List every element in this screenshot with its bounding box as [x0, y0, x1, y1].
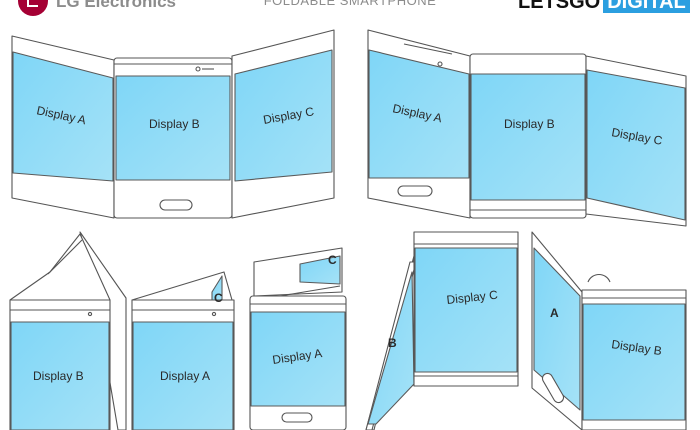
label-display-b: Display B	[504, 117, 555, 131]
figure-open-bc	[365, 231, 519, 430]
panel-a	[11, 35, 115, 219]
figure-trifold-left	[11, 29, 335, 219]
panel-c	[585, 55, 687, 227]
label-c: C	[328, 253, 337, 267]
figure-fold-a	[131, 271, 235, 430]
label-a: A	[550, 306, 559, 320]
home-button	[159, 199, 193, 211]
home-button	[397, 185, 433, 197]
figure-stacked	[249, 247, 347, 430]
panel-c	[231, 29, 335, 219]
label-display-c: Display C	[446, 288, 499, 307]
figure-open-ab	[531, 231, 687, 430]
lg-logo-icon	[18, 0, 48, 16]
label-display-b: Display B	[33, 369, 84, 383]
label-display-a: Display A	[271, 346, 322, 367]
panel-a	[367, 29, 471, 219]
brand-digital: DIGITAL	[603, 0, 690, 13]
figure-caption: FOLDABLE SMARTPHONE	[263, 0, 437, 8]
brand-letsgo-digital: LETSGO DIGITAL	[518, 0, 690, 13]
brand-letsgo: LETSGO	[518, 0, 601, 13]
figure-fold-b	[9, 231, 127, 430]
label-display-a: Display A	[160, 369, 210, 383]
home-button	[541, 372, 565, 404]
label-display-b: Display B	[149, 117, 200, 131]
panel-b	[113, 57, 233, 219]
brand-lg-electronics: LG Electronics	[56, 0, 176, 11]
camera-icon	[437, 61, 443, 67]
label-c: C	[214, 291, 223, 305]
label-b: B	[388, 336, 397, 350]
panel-b	[469, 53, 587, 219]
label-display-b: Display B	[611, 337, 663, 358]
home-button	[281, 412, 313, 423]
peek-display-c	[299, 255, 341, 285]
camera-icon	[195, 66, 201, 72]
figure-trifold-right	[367, 29, 687, 227]
